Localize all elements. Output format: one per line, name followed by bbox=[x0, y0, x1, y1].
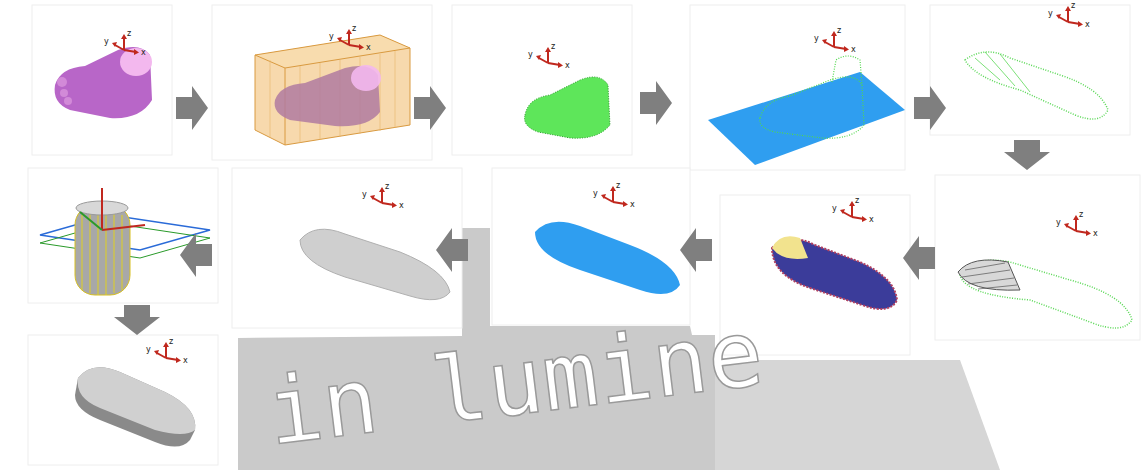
axis-label-y: y bbox=[832, 205, 837, 213]
axis-label-z: z bbox=[127, 30, 131, 38]
axis-label-x: x bbox=[183, 357, 188, 365]
axis-label-x: x bbox=[366, 44, 371, 52]
axis-label-x: x bbox=[141, 49, 146, 57]
axis-label-z: z bbox=[1079, 211, 1083, 219]
axis-label-z: z bbox=[169, 338, 173, 346]
axis-label-x: x bbox=[399, 202, 404, 210]
axis-label-z: z bbox=[352, 25, 356, 33]
axis-label-x: x bbox=[869, 216, 874, 224]
axis-label-z: z bbox=[855, 197, 859, 205]
axis-label-y: y bbox=[104, 38, 109, 46]
axis-label-z: z bbox=[837, 27, 841, 35]
axis-label-z: z bbox=[616, 182, 620, 190]
axis-label-z: z bbox=[1071, 2, 1075, 10]
axis-label-y: y bbox=[146, 346, 151, 354]
axis-label-x: x bbox=[1093, 230, 1098, 238]
axis-label-z: z bbox=[551, 43, 555, 51]
axis-label-y: y bbox=[814, 35, 819, 43]
axis-label-x: x bbox=[851, 46, 856, 54]
axis-label-y: y bbox=[1048, 10, 1053, 18]
axis-label-y: y bbox=[528, 51, 533, 59]
axis-label-y: y bbox=[329, 33, 334, 41]
axis-label-y: y bbox=[593, 190, 598, 198]
axis-label-y: y bbox=[1056, 219, 1061, 227]
axis-label-x: x bbox=[565, 62, 570, 70]
axis-label-x: x bbox=[1085, 21, 1090, 29]
axis-label-x: x bbox=[630, 201, 635, 209]
axis-label-y: y bbox=[362, 191, 367, 199]
axis-label-z: z bbox=[385, 183, 389, 191]
